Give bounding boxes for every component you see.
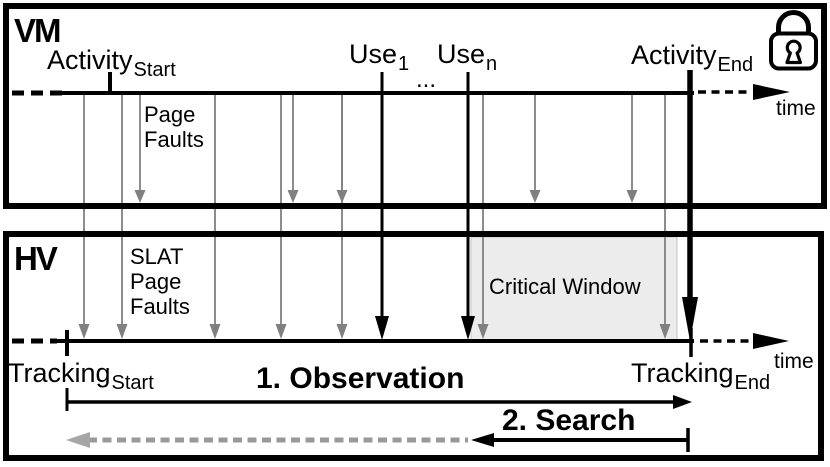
use-n-label: Usen — [437, 39, 497, 75]
use-n-arrow — [461, 72, 475, 340]
search-arrow — [471, 428, 690, 452]
use-1-arrow — [375, 72, 389, 340]
tracking-end-label: TrackingEnd — [631, 358, 770, 394]
ellipsis-label: ... — [416, 66, 437, 93]
tracking-start-label: TrackingStart — [8, 358, 154, 394]
vm-time-arrowhead — [753, 84, 790, 100]
tracking-start-sub: Start — [111, 372, 154, 394]
vm-timeline — [12, 72, 790, 100]
use-1-sub: 1 — [398, 53, 410, 75]
search-dashed-arrow — [66, 432, 468, 448]
observation-arrow — [65, 388, 692, 411]
use-n-sub: n — [486, 53, 498, 75]
search-label: 2. Search — [502, 404, 636, 437]
hv-label: HV — [14, 240, 58, 277]
tracking-end-main: Tracking — [631, 358, 734, 388]
vm-label: VM — [14, 12, 61, 49]
vm-box-border — [3, 3, 827, 209]
activity-end-main: Activity — [631, 40, 717, 70]
vm-time-label: time — [776, 97, 816, 120]
tracking-start-main: Tracking — [8, 358, 111, 388]
activity-end-label: ActivityEnd — [631, 40, 753, 76]
hv-time-arrowhead — [753, 333, 789, 349]
use-1-label: Use1 — [349, 39, 409, 75]
use-1-main: Use — [349, 39, 398, 69]
critical-window-label: Critical Window — [489, 274, 641, 299]
activity-start-sub: Start — [133, 59, 176, 81]
hv-time-label: time — [774, 350, 814, 373]
hv-timeline — [12, 328, 789, 357]
hv-box-border — [3, 231, 824, 461]
page-faults-label: Page Faults — [144, 102, 204, 152]
activity-start-main: Activity — [47, 45, 133, 75]
activity-end-sub: End — [717, 54, 754, 76]
page-fault-arrows — [134, 95, 638, 203]
critical-window-region — [470, 236, 678, 342]
observation-label: 1. Observation — [256, 362, 465, 395]
tracking-end-sub: End — [734, 372, 771, 394]
slat-page-faults-label: SLAT Page Faults — [130, 244, 190, 319]
activity-end-arrow — [682, 70, 698, 341]
lock-icon — [769, 10, 818, 71]
activity-start-label: ActivityStart — [47, 45, 176, 81]
use-n-main: Use — [437, 39, 486, 69]
